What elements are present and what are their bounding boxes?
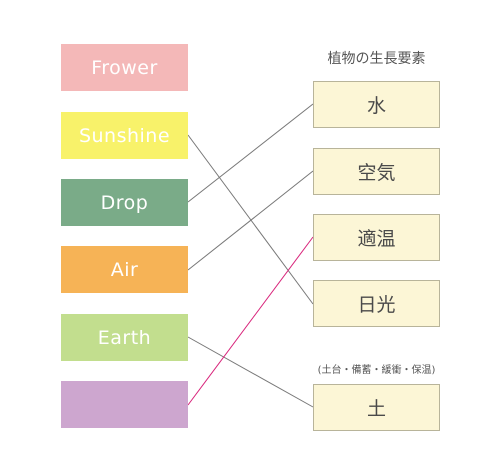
right-box-water: 水 [313,81,440,128]
left-box-drop: Drop [61,179,188,226]
connector-earth-soil [187,336,314,408]
connector-purple-temperature [187,236,314,406]
left-box-frower: Frower [61,44,188,91]
right-box-soil: 土 [313,384,440,431]
right-column-heading: 植物の生長要素 [327,51,426,67]
soil-note: (土台・備蓄・緩衝・保温) [317,365,436,376]
right-box-air: 空気 [313,148,440,195]
connector-drop-water [187,103,314,203]
left-box-purple [61,381,188,428]
right-box-temperature: 適温 [313,214,440,261]
connector-air-air [187,170,314,271]
left-box-air: Air [61,246,188,293]
right-box-sunlight: 日光 [313,280,440,327]
left-box-sunshine: Sunshine [61,112,188,159]
connector-sunshine-sunlight [187,134,314,305]
left-box-earth: Earth [61,314,188,361]
